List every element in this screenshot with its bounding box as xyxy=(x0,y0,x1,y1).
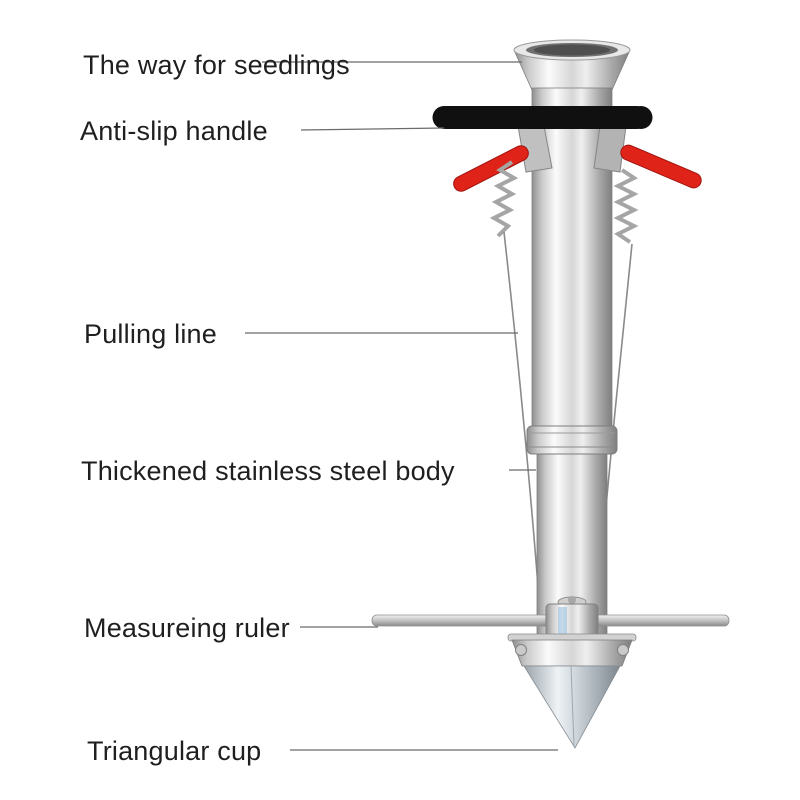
red-lever-left xyxy=(453,145,529,192)
seedling-tube-opening xyxy=(513,39,631,91)
label-measuring-ruler: Measureing ruler xyxy=(84,613,290,643)
bottom-bracket xyxy=(507,633,637,667)
spring-right xyxy=(613,168,639,244)
anti-slip-handle-bar xyxy=(432,106,653,129)
label-pulling-line: Pulling line xyxy=(84,319,217,349)
triangular-cup-cone xyxy=(523,665,621,749)
label-way-for-seedlings: The way for seedlings xyxy=(83,50,350,80)
red-lever-right xyxy=(620,144,702,189)
label-anti-slip-handle: Anti-slip handle xyxy=(80,116,268,146)
ruler-clamp xyxy=(545,596,599,641)
label-triangular-cup: Triangular cup xyxy=(87,736,262,766)
label-steel-body: Thickened stainless steel body xyxy=(81,456,455,486)
spring-left xyxy=(489,160,519,238)
pulling-cable-left xyxy=(503,231,541,613)
collar-clamp xyxy=(526,425,618,455)
callout-line-anti-slip-handle xyxy=(300,127,445,131)
